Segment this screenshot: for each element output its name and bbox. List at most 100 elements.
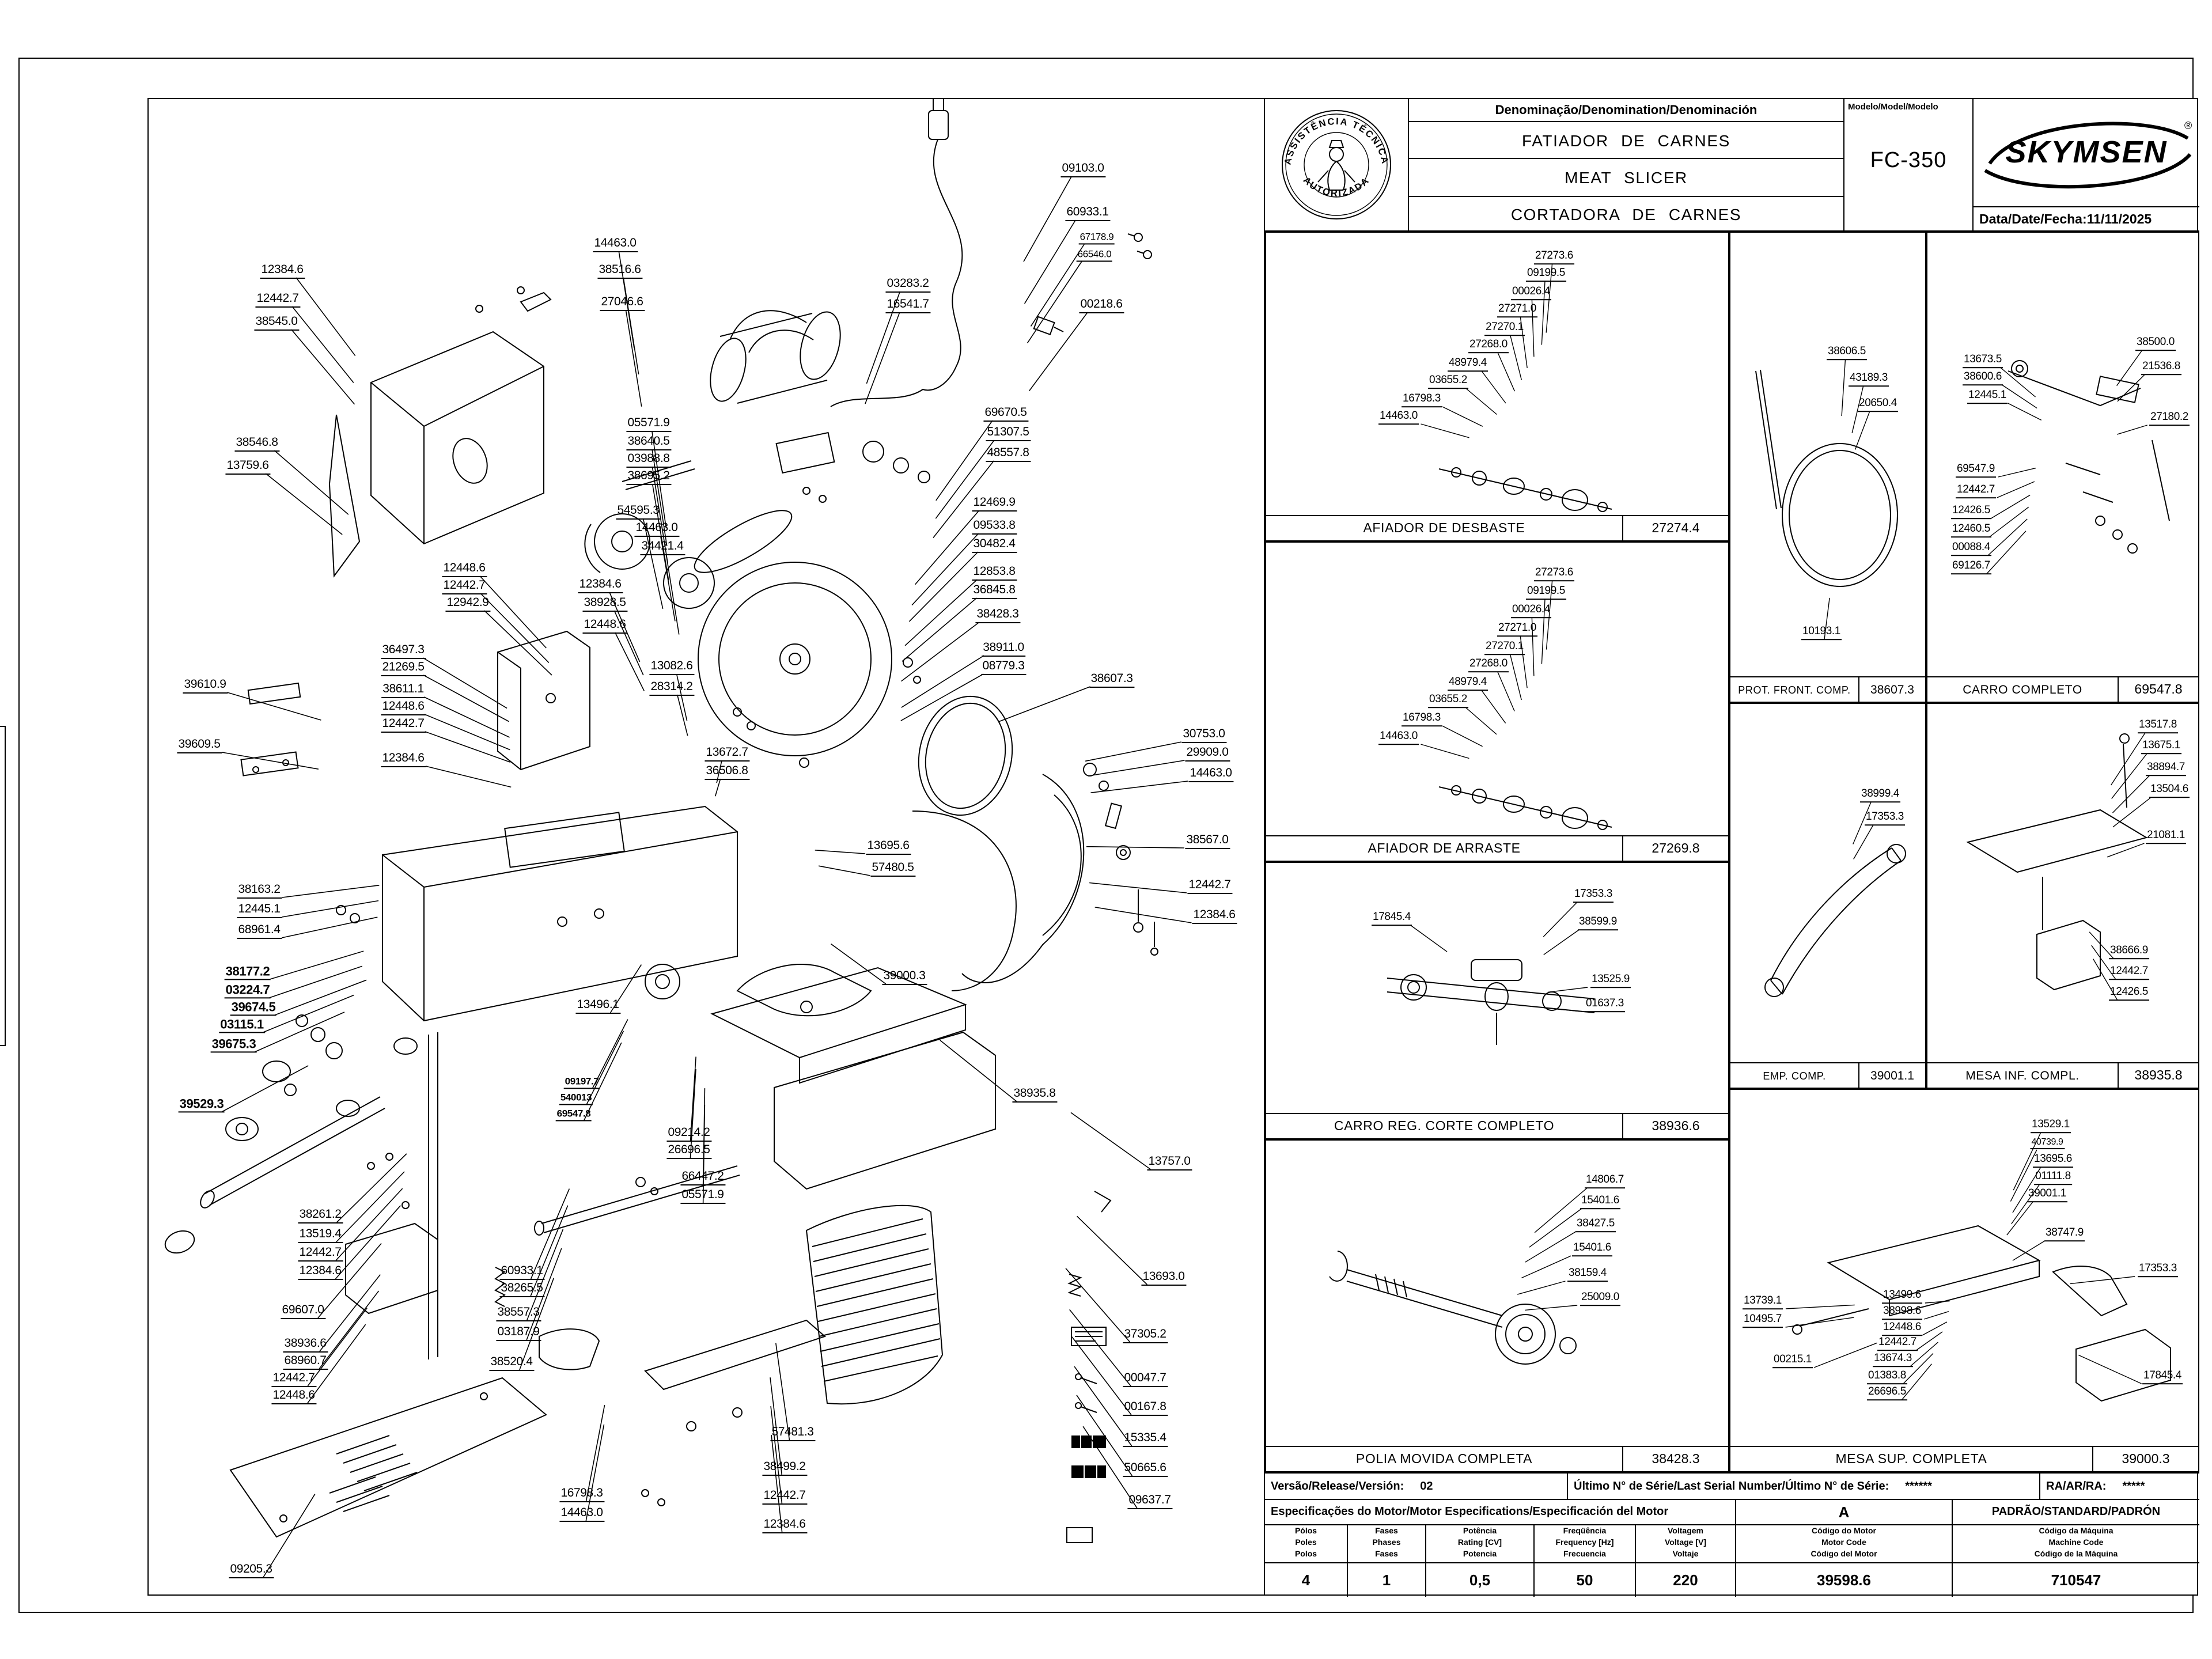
part-number-label: 27180.2 (2149, 411, 2190, 426)
part-number-label: 00215.1 (1772, 1354, 1813, 1368)
part-number-label: 38427.5 (1575, 1218, 1616, 1232)
panel-title: EMP. COMP. (1763, 1070, 1826, 1081)
part-number-label: 27271.0 (1497, 622, 1537, 637)
part-number-label: 13695.6 (2033, 1153, 2073, 1168)
revision-letter: A (1736, 1500, 1953, 1524)
skymsen-logo: SKYMSEN ® (1984, 120, 2192, 189)
panel-code: 39001.1 (1858, 1063, 1925, 1088)
part-number-label: 09199.5 (1526, 267, 1566, 282)
part-number-label: 13529.1 (2031, 1119, 2071, 1133)
part-number-label: 69126.7 (1951, 560, 1991, 574)
motor-spec-value: 4 (1301, 1571, 1310, 1589)
part-number-label: 12445.1 (1967, 389, 2008, 404)
part-number-label: 13674.3 (1873, 1353, 1913, 1367)
part-number-label: 27273.6 (1534, 567, 1574, 581)
part-number-label: 14463.0 (1378, 410, 1419, 425)
part-number-label: 16798.3 (1402, 393, 1442, 407)
part-number-label: 12442.7 (1877, 1336, 1918, 1351)
part-number-label: 17845.4 (1372, 911, 1412, 926)
part-number-label: 03655.2 (1428, 374, 1468, 389)
chef-figure-icon (1317, 140, 1355, 191)
model-header: Modelo/Model/Modelo (1848, 101, 1938, 112)
motor-spec-value: 50 (1576, 1571, 1593, 1589)
part-number-label: 12442.7 (1956, 484, 1996, 498)
denomination-cell: Denominação/Denomination/Denominación FA… (1409, 99, 1844, 232)
panel-drawing (1438, 785, 1612, 830)
panel-drawing (1792, 1225, 2171, 1402)
panel-title: PROT. FRONT. COMP. (1738, 684, 1851, 695)
ra-cell: RA/AR/RA: ***** (2040, 1474, 2199, 1499)
version-label: Versão/Release/Versión: (1271, 1480, 1404, 1493)
part-number-label: 09199.5 (1526, 585, 1566, 600)
part-number-label: 17353.3 (2138, 1263, 2178, 1277)
part-number-label: 25009.0 (1580, 1291, 1620, 1306)
standard-label: PADRÃO/STANDARD/PADRÓN (1991, 1506, 2161, 1518)
part-number-label: 13504.6 (2149, 783, 2190, 798)
part-number-label: 21536.8 (2141, 361, 2181, 375)
part-number-label: 38998.6 (1882, 1305, 1922, 1320)
panel-code: 69547.8 (2118, 677, 2198, 702)
part-number-label: 01637.3 (1585, 998, 1625, 1012)
panel-code: 27274.4 (1622, 516, 1728, 540)
part-number-label: 00026.4 (1511, 604, 1551, 618)
part-number-label: 48979.4 (1448, 357, 1488, 372)
part-number-label: 39001.1 (2027, 1188, 2067, 1202)
part-number-label: 27273.6 (1534, 250, 1574, 264)
panel-title: MESA INF. COMPL. (1965, 1069, 2080, 1082)
part-number-label: 00088.4 (1951, 541, 1991, 556)
model-cell: Modelo/Model/Modelo FC-350 (1844, 99, 1974, 232)
part-number-label: 38747.9 (2044, 1227, 2085, 1241)
part-number-label: 48979.4 (1448, 676, 1488, 691)
part-number-label: 12460.5 (1951, 523, 1991, 537)
panel-title: POLIA MOVIDA COMPLETA (1355, 1452, 1533, 1466)
title-block: ASSISTÊNCIA TÉCNICA AUTORIZADA Denominaç… (1265, 99, 2199, 232)
part-number-label: 27271.0 (1497, 303, 1537, 317)
part-number-label: 12426.5 (2109, 986, 2149, 1001)
part-number-label: 13673.5 (1963, 354, 2003, 368)
panel-title: AFIADOR DE DESBASTE (1363, 521, 1525, 535)
motor-spec-label: Especificações do Motor/Motor Especifica… (1265, 1500, 1736, 1524)
part-number-label: 27268.0 (1468, 658, 1509, 672)
small-tag-icon (1067, 1528, 1092, 1543)
part-number-label: 12448.6 (1882, 1321, 1922, 1336)
part-number-label: 38159.4 (1567, 1267, 1608, 1282)
motor-spec-value: 39598.6 (1817, 1571, 1871, 1589)
serial-cell: Último N° de Série/Last Serial Number/Úl… (1568, 1474, 2040, 1499)
part-number-label: 01383.8 (1867, 1370, 1907, 1384)
part-number-label: 00026.4 (1511, 286, 1551, 300)
panel-title: MESA SUP. COMPLETA (1835, 1452, 1987, 1466)
panel-title: AFIADOR DE ARRASTE (1368, 842, 1521, 855)
part-number-label: 15401.6 (1580, 1195, 1620, 1209)
part-number-label: 40739.9 (2030, 1137, 2065, 1149)
brand-cell: SKYMSEN ® Data/Date/Fecha:11/11/2025 (1974, 99, 2199, 232)
part-number-label: 38599.9 (1578, 916, 1618, 930)
part-number-label: 21081.1 (2146, 830, 2186, 844)
part-number-label: 43189.3 (1849, 372, 1889, 387)
part-number-label: 17353.3 (1865, 811, 1905, 825)
motor-spec-value: 220 (1673, 1571, 1698, 1589)
ra-value: ***** (2122, 1480, 2145, 1493)
panel-drawing (1387, 959, 1595, 1045)
panel-drawing (1764, 844, 1906, 997)
panel-title: CARRO COMPLETO (1963, 683, 2082, 696)
svg-text:SKYMSEN: SKYMSEN (2005, 135, 2167, 169)
authorized-service-stamp-icon: ASSISTÊNCIA TÉCNICA AUTORIZADA (1282, 110, 1391, 219)
product-name-en: MEAT SLICER (1409, 159, 1843, 197)
panel-drawing (1329, 1251, 1577, 1365)
